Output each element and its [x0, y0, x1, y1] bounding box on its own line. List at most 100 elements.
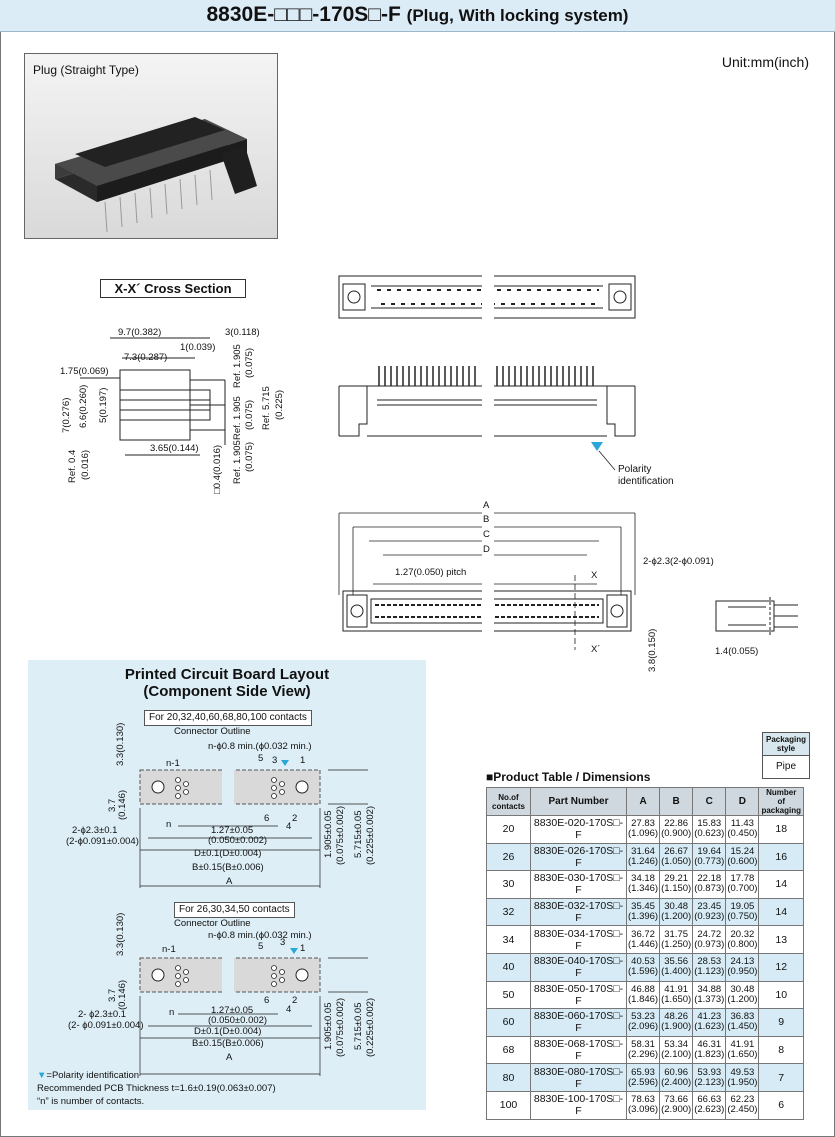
cell-part-number: 8830E-034-170S□-F	[530, 925, 627, 954]
dim-inch: (1.150)	[661, 883, 692, 895]
dim-3-8: 3.8(0.150)	[647, 628, 658, 672]
dim-inch: (2.123)	[694, 1076, 725, 1088]
cell-dim-B: 41.91(1.650)	[659, 980, 694, 1010]
layout2-outline-label: Connector Outline	[174, 918, 251, 929]
cell-contacts: 50	[486, 980, 531, 1010]
dim-mm: 24.72	[697, 928, 722, 940]
title-bar: 8830E-□□□-170S□-F (Plug, With locking sy…	[0, 0, 835, 32]
dim-mm: 78.63	[631, 1094, 655, 1106]
cell-dim-A: 27.83(1.096)	[625, 815, 661, 844]
packaging-value: Pipe	[775, 761, 796, 772]
cell-dim-A: 65.93(2.596)	[625, 1063, 661, 1092]
dim-ref-0-4: Ref. 0.4	[67, 449, 78, 483]
layout1-dim-A: A	[226, 876, 233, 887]
cell-part-number: 8830E-032-170S□-F	[530, 897, 627, 927]
dim-inch: (1.096)	[628, 828, 659, 840]
cell-contacts: 26	[486, 842, 531, 872]
cell-dim-B: 26.67(1.050)	[659, 842, 694, 872]
dim-inch: (0.873)	[694, 883, 725, 895]
cell-contacts: 34	[486, 925, 531, 954]
unit-label: Unit:mm(inch)	[721, 54, 809, 70]
layout2-hole-label: n-ϕ0.8 min.(ϕ0.032 min.)	[208, 930, 312, 941]
dim-inch: (1.596)	[628, 966, 659, 978]
dim-inch: (1.396)	[628, 911, 659, 923]
dim-pitch: 1.27(0.050) pitch	[395, 567, 467, 578]
layout1-hole-label: n-ϕ0.8 min.(ϕ0.032 min.)	[208, 741, 312, 752]
cross-section-drawing	[80, 337, 226, 456]
layout2-pitch2: (0.050±0.002)	[208, 1015, 268, 1026]
header-D: D	[725, 787, 760, 816]
cell-dim-D: 17.78(0.700)	[725, 870, 760, 899]
dim-ref-1-905-a: Ref. 1.905	[232, 344, 243, 388]
dim-1: 1(0.039)	[180, 342, 216, 353]
cell-packaging: 14	[758, 897, 805, 927]
title-subtitle: (Plug, With locking system)	[406, 6, 629, 25]
cell-dim-C: 41.23(1.623)	[692, 1008, 727, 1037]
layout1-dim-D: D±0.1(D±0.004)	[194, 848, 262, 859]
layout2-r2a: 5.715±0.05	[353, 1002, 364, 1050]
polarity-label-line1: Polarity	[618, 464, 652, 475]
dim-inch: (1.346)	[628, 883, 659, 895]
dim-inch: (0.923)	[694, 911, 725, 923]
layout2-r2b: (0.225±0.002)	[365, 997, 376, 1057]
polarity-triangle-icon: ▼	[37, 1070, 47, 1081]
dim-inch: (0.973)	[694, 938, 725, 950]
page-title: 8830E-□□□-170S□-F (Plug, With locking sy…	[0, 3, 835, 27]
dim-mm: 41.23	[697, 1011, 722, 1023]
layout1-pin1: 1	[300, 755, 306, 766]
dim-3-65: 3.65(0.144)	[150, 443, 199, 454]
dim-inch: (2.900)	[661, 1104, 692, 1116]
layout1-dim-top: 3.3(0.130)	[115, 722, 126, 766]
dim-mm: 58.31	[631, 1039, 655, 1051]
dim-5: 5(0.197)	[98, 387, 109, 423]
dim-inch: (1.950)	[727, 1076, 758, 1088]
dim-inch: (0.773)	[694, 855, 725, 867]
cell-dim-C: 19.64(0.773)	[692, 842, 727, 872]
dim-1-75: 1.75(0.069)	[60, 366, 109, 377]
layout1-r2b: (0.225±0.002)	[365, 805, 376, 865]
dim-mm: 19.64	[697, 845, 722, 857]
dim-mm: 36.83	[730, 1011, 755, 1023]
cell-dim-B: 29.21(1.150)	[659, 870, 694, 899]
cell-dim-A: 31.64(1.246)	[625, 842, 661, 872]
cell-dim-C: 22.18(0.873)	[692, 870, 727, 899]
cell-part-number: 8830E-026-170S□-F	[530, 842, 627, 872]
cell-dim-D: 11.43(0.450)	[725, 815, 760, 844]
layout2-dim-3-7-inch: (0.146)	[117, 979, 128, 1010]
dim-inch: (0.700)	[727, 883, 758, 895]
cell-dim-B: 53.34(2.100)	[659, 1035, 694, 1065]
dim-9-7: 9.7(0.382)	[118, 327, 162, 338]
dim-holes: 2-ϕ2.3(2-ϕ0.091)	[643, 556, 714, 567]
cell-packaging: 9	[758, 1008, 805, 1037]
cell-dim-D: 19.05(0.750)	[725, 897, 760, 927]
connector-illustration	[55, 117, 257, 233]
dim-mm: 31.64	[631, 845, 655, 857]
dim-inch: (1.623)	[694, 1021, 725, 1033]
dim-mm: 15.83	[697, 818, 722, 830]
layout1-pitch1: 1.27±0.05	[211, 825, 254, 836]
dim-7-3: 7.3(0.287)	[124, 352, 168, 363]
polarity-note: ▼=Polarity identification	[37, 1070, 139, 1081]
section-X: X	[591, 570, 598, 581]
cell-part-number: 8830E-068-170S□-F	[530, 1035, 627, 1065]
dim-inch: (1.373)	[694, 993, 725, 1005]
cell-dim-D: 20.32(0.800)	[725, 925, 760, 954]
cell-dim-D: 41.91(1.650)	[725, 1035, 760, 1065]
dim-inch: (2.296)	[628, 1049, 659, 1061]
cell-part-number: 8830E-040-170S□-F	[530, 952, 627, 982]
dim-ref-1-905-a-inch: (0.075)	[244, 347, 255, 378]
dim-7: 7(0.276)	[61, 397, 72, 433]
dim-mm: 53.34	[664, 1039, 689, 1051]
dim-mm: 17.78	[730, 873, 755, 885]
layout2-dim-B: B±0.15(B±0.006)	[192, 1038, 264, 1049]
layout1-n: n	[166, 819, 172, 830]
dim-mm: 65.93	[631, 1066, 655, 1078]
